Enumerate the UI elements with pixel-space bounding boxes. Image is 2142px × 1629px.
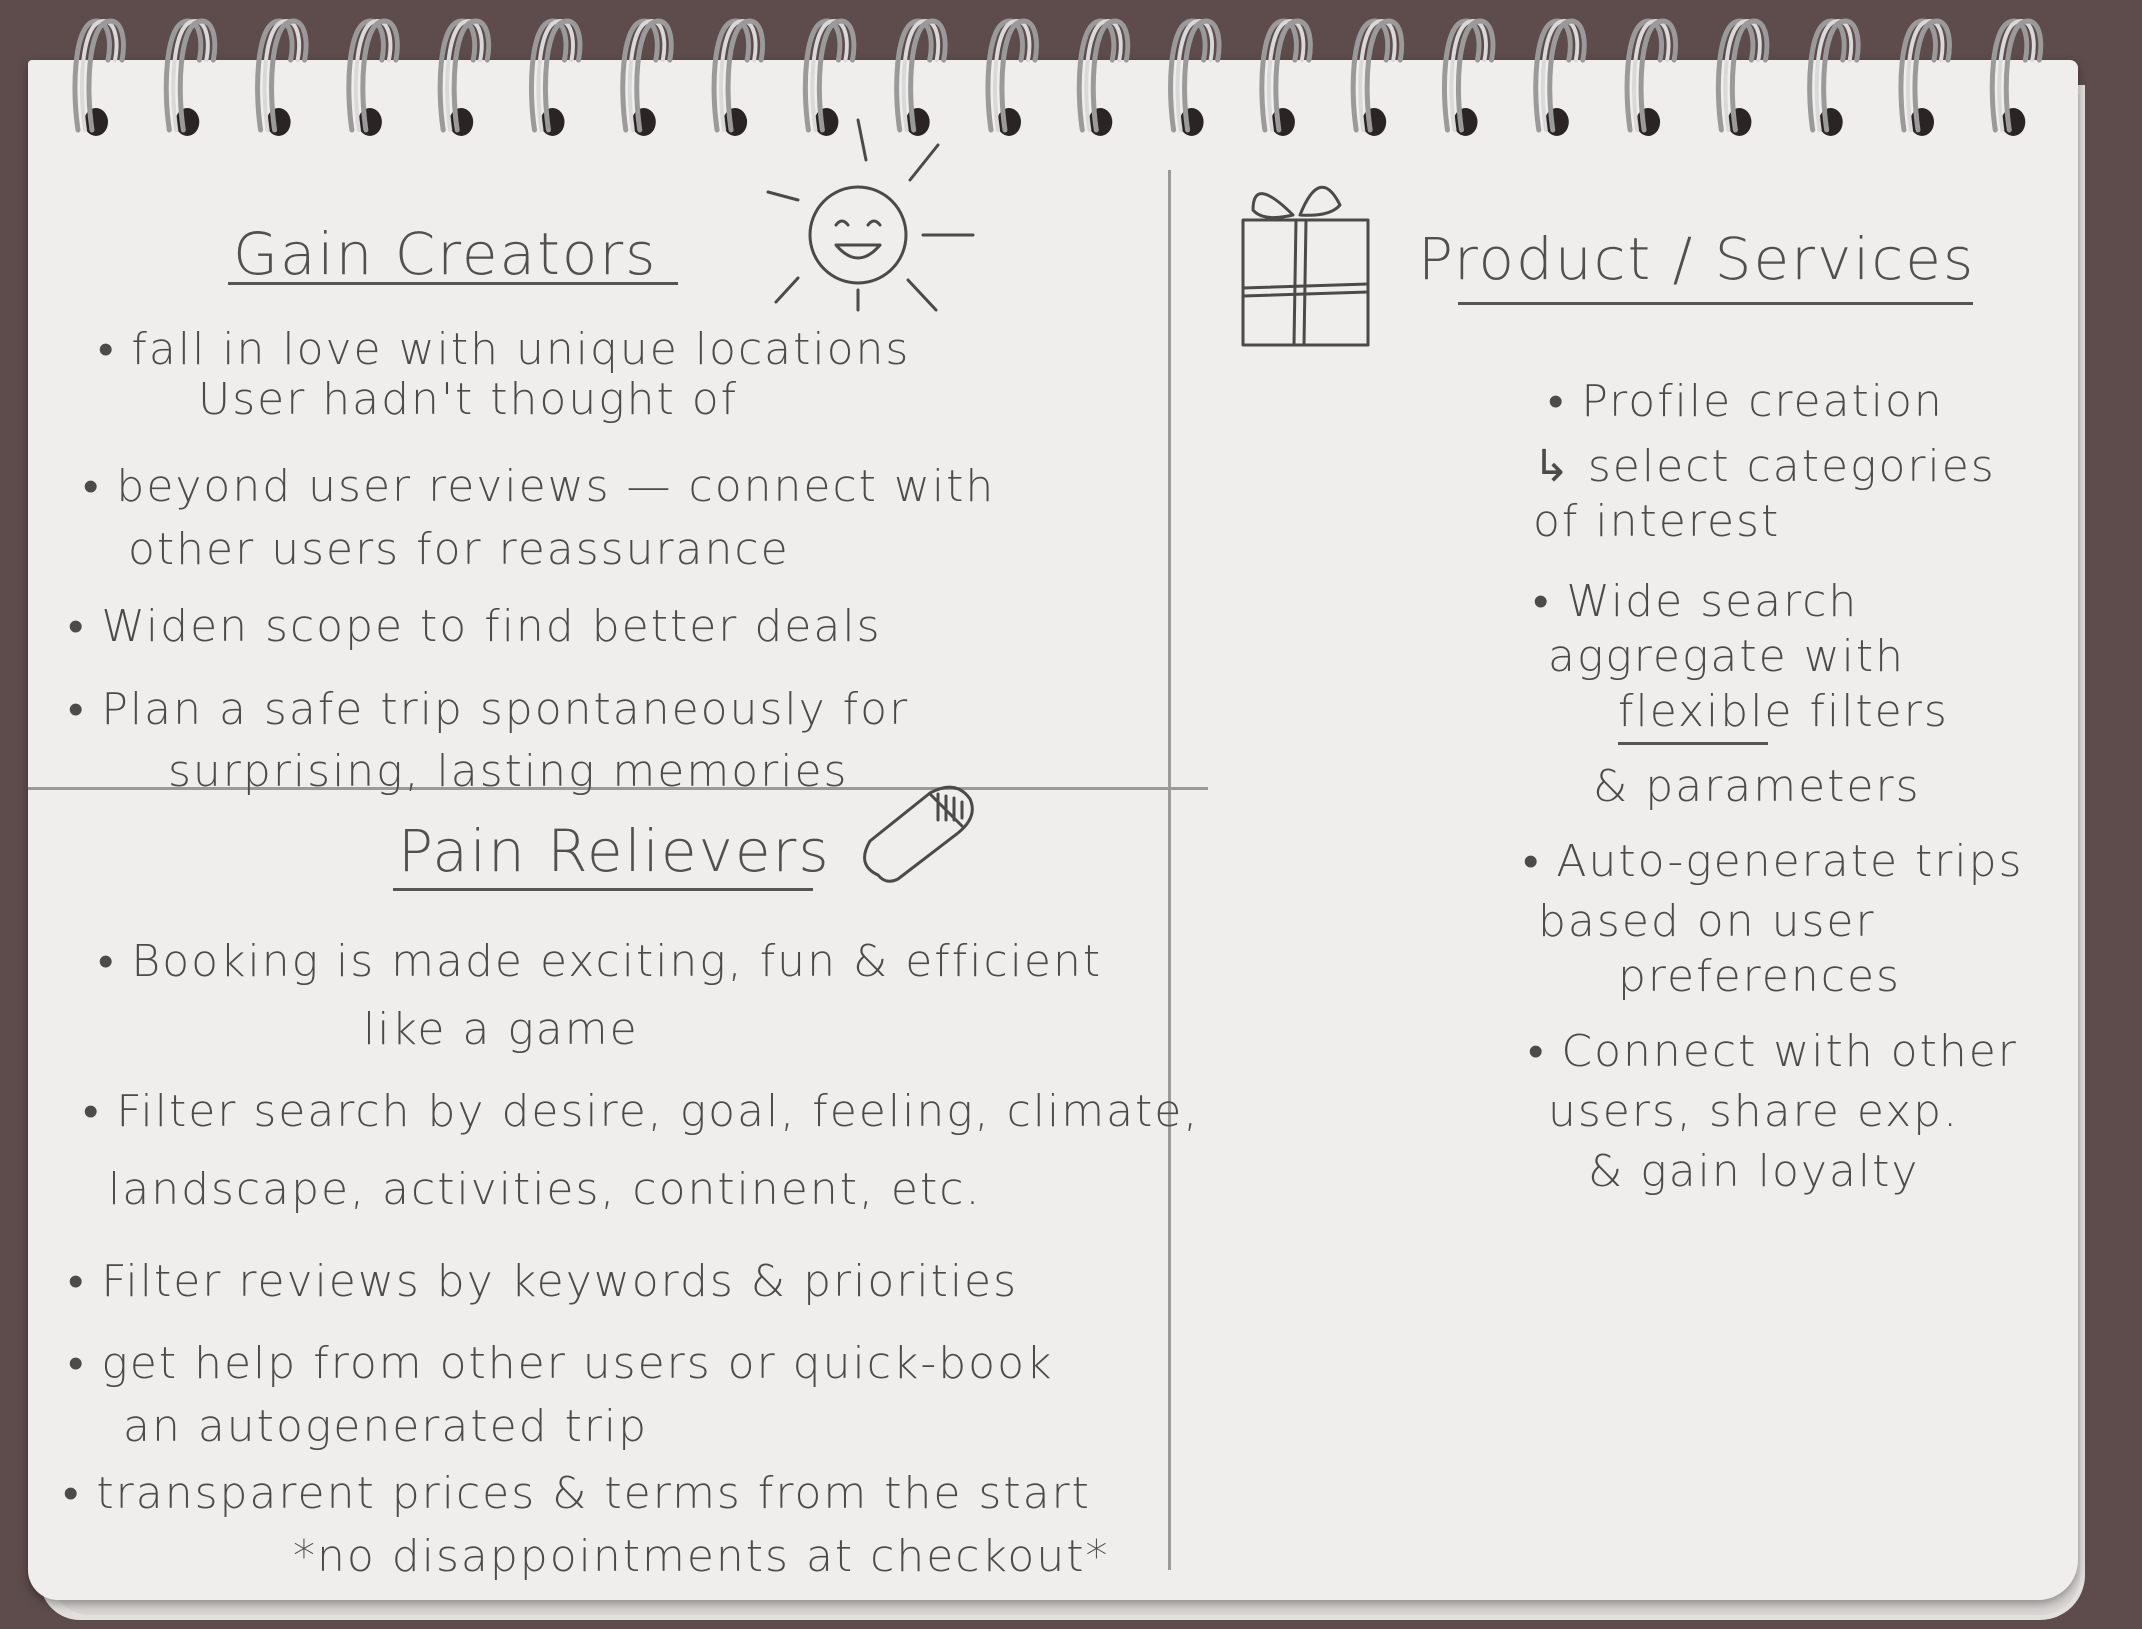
product-item-3-line1: • Auto-generate trips <box>1523 836 2024 887</box>
spiral-ring <box>1624 18 1679 136</box>
spiral-ring <box>620 18 674 136</box>
products-services-heading: Product / Services <box>1418 225 1976 293</box>
pain-reliever-item-1-line1: • Booking is made exciting, fun & effici… <box>98 936 1103 987</box>
product-item-3-line2: based on user <box>1538 896 1876 947</box>
product-item-2-line3: flexible filters <box>1618 686 1949 737</box>
gain-creators-underline <box>228 282 678 285</box>
product-item-1-line1: • Profile creation <box>1548 376 1944 427</box>
gain-creator-item-1-line1: • fall in love with unique locations <box>98 324 911 375</box>
spiral-ring <box>1898 18 1952 136</box>
spiral-ring <box>802 18 857 136</box>
spiral-ring <box>529 18 583 136</box>
product-item-1-line2: ↳ select categories <box>1533 441 1996 492</box>
spiral-ring <box>1168 18 1222 136</box>
spiral-ring <box>711 18 766 136</box>
product-item-3-line3: preferences <box>1618 951 1901 1002</box>
pain-relievers-heading: Pain Relievers <box>398 817 831 885</box>
vertical-divider <box>1168 170 1171 1570</box>
gift-box-icon <box>1241 185 1370 347</box>
spiral-binding <box>72 18 2044 136</box>
spiral-ring <box>1533 18 1587 136</box>
spiral-ring <box>1807 18 1861 136</box>
product-item-4-line1: • Connect with other <box>1528 1026 2018 1077</box>
product-item-2-line2: aggregate with <box>1548 631 1905 682</box>
spiral-ring <box>255 18 309 136</box>
gain-creator-item-2-line2: other users for reassurance <box>128 524 790 575</box>
spiral-ring <box>1442 18 1496 136</box>
pain-reliever-item-1-line2: like a game <box>363 1004 639 1055</box>
spiral-ring <box>985 18 1039 136</box>
pain-reliever-item-2-line2: landscape, activities, continent, etc. <box>108 1164 982 1215</box>
spiral-ring <box>163 18 218 136</box>
spiral-ring <box>1715 18 1770 136</box>
pain-reliever-item-5-line2: *no disappointments at checkout* <box>293 1531 1110 1582</box>
horizontal-divider <box>28 787 1208 790</box>
spiral-ring <box>1076 18 1131 136</box>
product-item-2-line4: & parameters <box>1593 761 1921 812</box>
flexible-underline <box>1618 742 1768 745</box>
spiral-ring <box>346 18 400 136</box>
products-services-underline <box>1458 302 1973 305</box>
pill-icon <box>863 785 974 883</box>
notebook-page: Gain Creators • fall in love with unique… <box>28 60 2078 1600</box>
gain-creator-item-3-line1: • Widen scope to find better deals <box>68 601 882 652</box>
product-item-4-line3: & gain loyalty <box>1588 1146 1920 1197</box>
spiral-ring <box>1259 18 1313 136</box>
pain-reliever-item-4-line2: an autogenerated trip <box>123 1401 649 1452</box>
product-item-2-line1: • Wide search <box>1533 576 1859 627</box>
product-item-1-line3: of interest <box>1533 496 1781 547</box>
spiral-ring <box>72 18 126 136</box>
pain-reliever-item-2-line1: • Filter search by desire, goal, feeling… <box>83 1086 1200 1137</box>
spiral-ring <box>437 18 492 136</box>
spiral-ring <box>1989 18 2044 136</box>
pain-relievers-underline <box>393 888 813 891</box>
smiling-sun-icon <box>766 118 975 312</box>
gain-creator-item-4-line1: • Plan a safe trip spontaneously for <box>68 684 910 735</box>
spiral-ring <box>894 18 948 136</box>
pain-reliever-item-5-line1: • transparent prices & terms from the st… <box>63 1468 1091 1519</box>
spiral-ring <box>1350 18 1405 136</box>
product-item-4-line2: users, share exp. <box>1548 1086 1960 1137</box>
pain-reliever-item-4-line1: • get help from other users or quick-boo… <box>68 1338 1054 1389</box>
gain-creator-item-2-line1: • beyond user reviews — connect with <box>83 461 996 512</box>
gain-creator-item-1-line2: User hadn't thought of <box>198 374 739 425</box>
pain-reliever-item-3-line1: • Filter reviews by keywords & prioritie… <box>68 1256 1019 1307</box>
gain-creator-item-4-line2: surprising, lasting memories <box>168 746 849 797</box>
gain-creators-heading: Gain Creators <box>233 220 658 288</box>
